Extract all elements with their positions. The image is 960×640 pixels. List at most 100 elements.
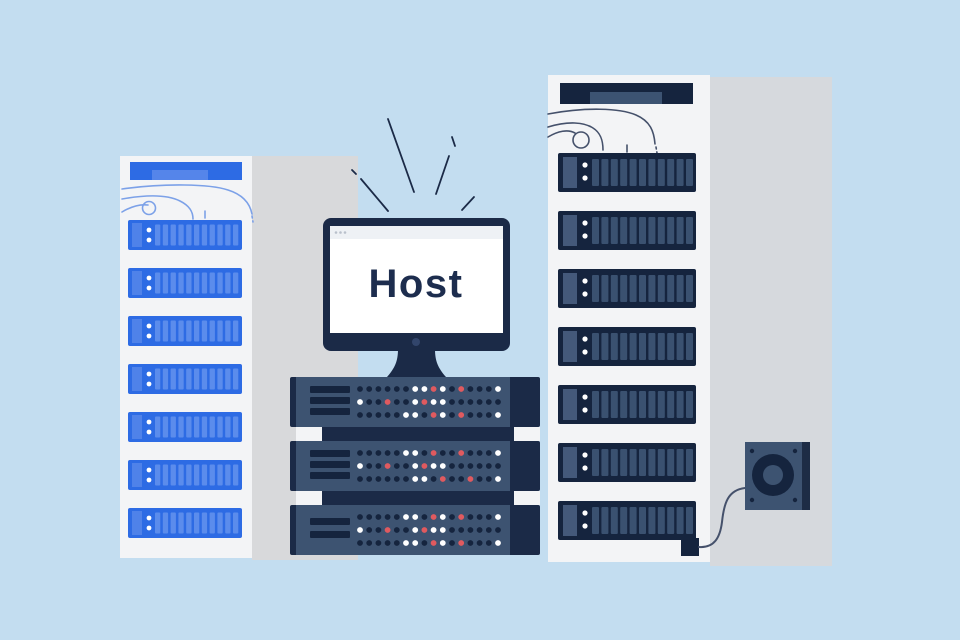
vent-slat [610, 507, 618, 534]
right-rack-header-inner [590, 92, 662, 104]
led-dot [421, 412, 428, 418]
vent-slat [676, 391, 684, 418]
vent-slat [217, 416, 223, 438]
vent-slat [610, 275, 618, 302]
led-dot [495, 412, 501, 418]
led-dot [393, 386, 400, 392]
vent-slat [610, 217, 618, 244]
vent-slat [648, 159, 656, 186]
vent-slat [170, 368, 176, 390]
led-dot [357, 514, 363, 520]
vent-slat [194, 512, 200, 534]
vent-bar [310, 408, 350, 415]
unit-body [296, 505, 510, 555]
vent-slat [657, 217, 665, 244]
vent-slat [233, 368, 239, 390]
browser-window-dots [334, 231, 347, 234]
vent-slat [201, 464, 208, 486]
led-dot [467, 540, 474, 546]
led-dot [146, 429, 152, 435]
left-rack-front-panel [120, 156, 252, 558]
vent-slat [657, 275, 665, 302]
vent-slat [629, 217, 637, 244]
browser-dot [339, 231, 342, 234]
led-dot [485, 412, 492, 418]
led-dot [485, 463, 492, 469]
vent-slat [155, 272, 161, 294]
vent-slat [225, 368, 231, 390]
led-dot [495, 476, 501, 482]
vent-slat [209, 512, 215, 534]
led-dot [146, 333, 152, 339]
monitor-stand [387, 349, 446, 377]
vent-slat [676, 217, 684, 244]
led-dot [458, 540, 465, 546]
led-dot [146, 237, 152, 243]
vent-slat [201, 368, 208, 390]
blue-server-unit [128, 268, 242, 298]
vent-slat [225, 272, 231, 294]
led-dot [495, 399, 501, 405]
unit-left-strip [132, 463, 142, 487]
navy-server-unit [558, 211, 696, 250]
vent-slat [629, 159, 637, 186]
led-dot [357, 399, 363, 405]
vent-slat [592, 217, 599, 244]
vent-slat [620, 391, 628, 418]
led-dot [430, 514, 437, 520]
vent-slat [178, 416, 184, 438]
stack-foot-tab [296, 427, 322, 441]
led-dot [146, 477, 152, 483]
led-dot [393, 399, 400, 405]
cable-loop [572, 131, 590, 149]
fan-screw [792, 448, 798, 454]
vent-slat [601, 217, 609, 244]
led-dot [357, 476, 363, 482]
led-dot [375, 450, 382, 456]
unit-body [128, 316, 242, 346]
led-dot [458, 450, 465, 456]
vent-slat [629, 507, 637, 534]
led-dot [412, 450, 419, 456]
led-dot [467, 450, 474, 456]
vent-slat [209, 368, 215, 390]
vent-slat [667, 449, 675, 476]
unit-body [128, 508, 242, 538]
vent-slat [233, 464, 239, 486]
blue-server-unit [128, 460, 242, 490]
browser-dot [334, 231, 338, 234]
led-dot [403, 540, 409, 546]
vent-slat [209, 224, 215, 246]
vent-slat [629, 333, 637, 360]
led-dot [476, 412, 483, 418]
vent-slat [186, 320, 192, 342]
vent-slat [676, 333, 684, 360]
cable-loop [141, 200, 157, 216]
stack-connector [322, 427, 514, 441]
vent-slat [225, 224, 231, 246]
vent-slat [629, 275, 637, 302]
vent-slat [233, 512, 239, 534]
vent-slat [162, 416, 169, 438]
vent-slat [667, 159, 675, 186]
vent-slat [233, 224, 239, 246]
led-dot [449, 540, 455, 546]
led-dot [495, 540, 501, 546]
vent-slat [639, 217, 646, 244]
vent-slat [233, 416, 239, 438]
led-dot [357, 527, 363, 533]
vent-slat [610, 449, 618, 476]
vent-slat [170, 464, 176, 486]
vent-slat [186, 416, 192, 438]
led-dot [582, 349, 588, 355]
vent-slat [657, 507, 665, 534]
vent-slat [178, 512, 184, 534]
vent-slat [178, 464, 184, 486]
led-dot [146, 419, 152, 425]
led-dot [467, 386, 474, 392]
cable-curve [547, 122, 604, 151]
monitor-camera-dot [412, 338, 420, 346]
vent-slat [592, 275, 599, 302]
unit-left-strip [563, 505, 577, 536]
led-dot [393, 527, 400, 533]
